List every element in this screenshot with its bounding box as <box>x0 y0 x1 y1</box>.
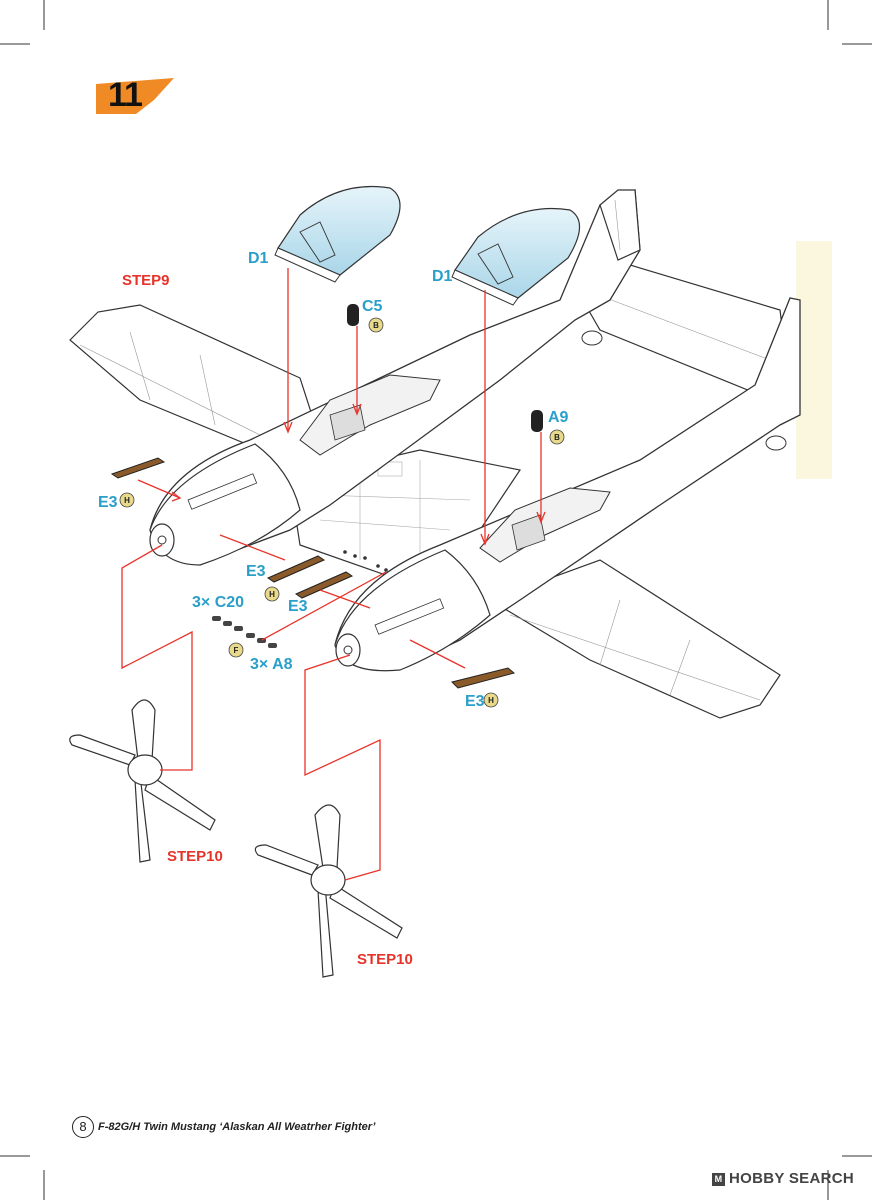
page-number: 8 <box>72 1116 94 1138</box>
footer-title: F-82G/H Twin Mustang ‘Alaskan All Weatrh… <box>98 1121 376 1133</box>
part-c5 <box>347 304 359 326</box>
badge-a9: B <box>554 433 560 442</box>
watermark-logo: M <box>712 1173 725 1186</box>
part-c5-label: C5 <box>362 298 383 315</box>
part-e3-right-label: E3 <box>465 693 485 710</box>
badge-e3-left: H <box>124 496 130 505</box>
step9-label: STEP9 <box>122 272 170 289</box>
part-c20-label: 3× C20 <box>192 594 245 611</box>
badge-a8: F <box>234 646 239 655</box>
right-cockpit <box>479 487 611 563</box>
step10-right-label: STEP10 <box>357 951 413 968</box>
side-tab <box>796 241 832 479</box>
propeller-right <box>254 804 403 978</box>
part-a9-label: A9 <box>548 409 569 426</box>
part-e3-center2-label: E3 <box>288 598 308 615</box>
badge-c5: B <box>373 321 379 330</box>
right-wing <box>488 559 781 719</box>
part-e3-left-label: E3 <box>98 494 118 511</box>
part-a9 <box>531 410 543 432</box>
badge-e3-right: H <box>488 696 494 705</box>
step10-left-label: STEP10 <box>167 848 223 865</box>
part-a8-label: 3× A8 <box>250 656 293 673</box>
badge-e3-center: H <box>269 590 275 599</box>
part-e3-center-label: E3 <box>246 563 266 580</box>
propeller-left <box>69 699 216 863</box>
part-e3 <box>110 457 516 689</box>
watermark-text: HOBBY SEARCH <box>729 1170 855 1187</box>
canopy-right <box>451 207 581 306</box>
step-badge-shape <box>96 78 174 114</box>
guide-lines <box>121 268 546 881</box>
part-d1-right-label: D1 <box>432 268 453 285</box>
step-number: 11 <box>108 76 143 114</box>
left-wing <box>69 304 321 459</box>
watermark: M HOBBY SEARCH <box>712 1170 854 1187</box>
canopy-left <box>274 185 401 283</box>
part-d1-left-label: D1 <box>248 250 269 267</box>
